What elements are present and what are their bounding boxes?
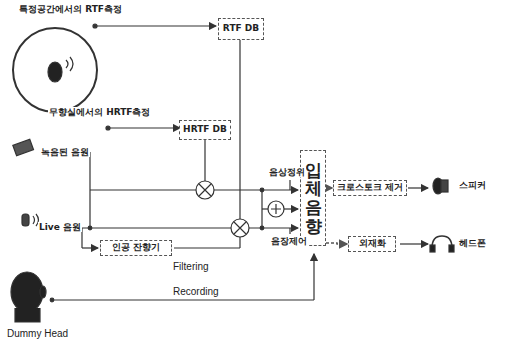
- annotation-label: 음상정위: [268, 167, 306, 177]
- box-label: 인공 잔향기: [112, 243, 160, 253]
- process-box: 외재화: [348, 236, 396, 252]
- annotation-label: Live 음원: [38, 222, 82, 232]
- annotation-label: 무향실에서의 HRTF측정: [48, 107, 151, 117]
- annotation-label: Filtering: [172, 261, 210, 273]
- flow-arrow: [326, 243, 347, 244]
- box-label: 입체음향: [305, 161, 322, 236]
- box-label: 외재화: [359, 239, 386, 249]
- box-label: HRTF DB: [183, 125, 227, 135]
- annotation-label: 헤드폰: [458, 238, 487, 248]
- box-label: 크로스토크 제거: [337, 183, 403, 193]
- annotation-label: 특정공간에서의 RTF측정: [18, 4, 123, 14]
- process-box: HRTF DB: [179, 120, 231, 140]
- process-box: 인공 잔향기: [100, 240, 172, 256]
- flow-arrow: [326, 187, 332, 188]
- annotation-label: 스피커: [458, 180, 487, 190]
- process-box: RTF DB: [218, 18, 264, 40]
- annotation-label: 음장제어: [270, 236, 308, 246]
- process-box: 크로스토크 제거: [333, 180, 407, 196]
- box-label: RTF DB: [223, 24, 259, 34]
- annotation-label: Recording: [172, 286, 220, 298]
- annotation-label: Dummy Head: [6, 328, 69, 340]
- stage-box: 입체음향: [300, 150, 326, 246]
- annotation-label: 녹음된 음원: [40, 147, 90, 157]
